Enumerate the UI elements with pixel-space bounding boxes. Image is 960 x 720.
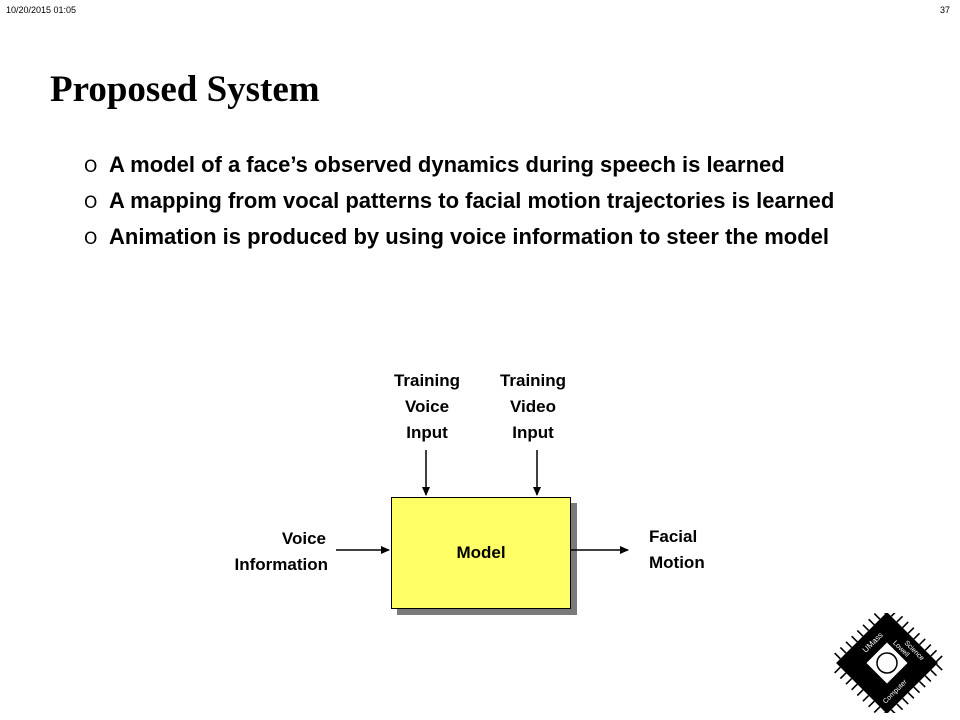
date-time-stamp: 10/20/2015 01:05: [6, 5, 77, 15]
bullet-item: O A model of a face’s observed dynamics …: [84, 150, 904, 180]
label-line: Information: [234, 555, 329, 574]
bullet-list: O A model of a face’s observed dynamics …: [84, 150, 904, 258]
voice-information-label: Voice Information: [200, 526, 329, 578]
bullet-text: A mapping from vocal patterns to facial …: [109, 188, 835, 213]
bullet-marker-icon: O: [84, 193, 98, 213]
page-number: 37: [939, 5, 950, 15]
bullet-text: A model of a face’s observed dynamics du…: [109, 152, 785, 177]
label-line: Voice: [404, 397, 450, 416]
bullet-marker-icon: O: [84, 229, 98, 249]
label-line: Training: [499, 371, 567, 390]
bullet-marker-icon: O: [84, 157, 98, 177]
bullet-item: O A mapping from vocal patterns to facia…: [84, 186, 904, 216]
umass-lowell-cs-logo: UMass Lowell Computer Science: [834, 613, 943, 713]
facial-motion-label: Facial Motion: [649, 524, 749, 576]
model-label: Model: [456, 543, 506, 562]
label-line: Input: [406, 423, 448, 442]
training-video-input-label: Training Video Input: [478, 368, 588, 446]
label-line: Input: [512, 423, 554, 442]
label-line: Video: [510, 397, 556, 416]
bullet-item: O Animation is produced by using voice i…: [84, 222, 904, 252]
slide-title: Proposed System: [50, 69, 320, 110]
model-box: Model: [391, 497, 571, 609]
bullet-text: Animation is produced by using voice inf…: [109, 224, 829, 249]
training-voice-input-label: Training Voice Input: [372, 368, 482, 446]
label-line: Facial: [649, 527, 698, 546]
label-line: Voice: [281, 529, 326, 548]
label-line: Training: [393, 371, 461, 390]
label-line: Motion: [649, 553, 705, 572]
